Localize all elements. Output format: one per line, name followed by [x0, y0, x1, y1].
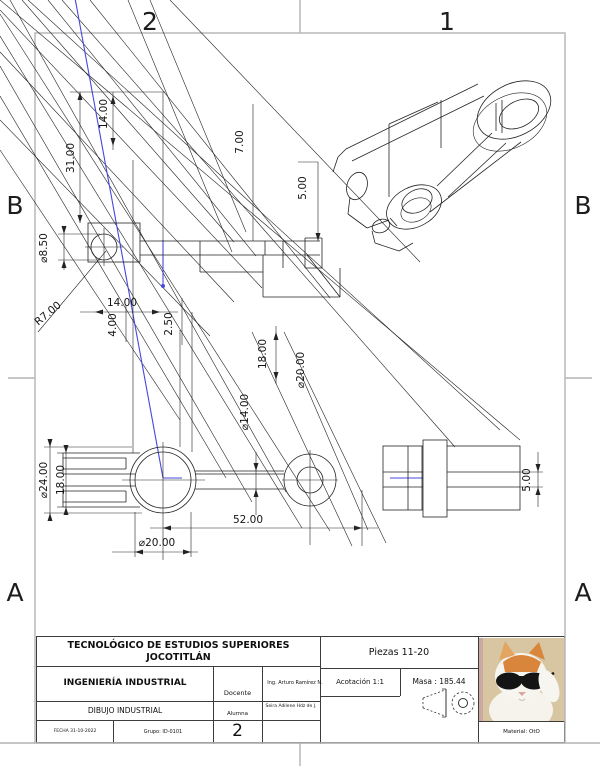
- dim-5-front: 5.00: [297, 176, 309, 199]
- top-view-dimensions: ⌀24.00 18.00 52.00 ⌀20.00: [38, 439, 378, 557]
- student-name: Seira Adilene Hdz de J.: [265, 704, 317, 709]
- scale-note: Acotación 1:1: [336, 677, 384, 686]
- dim-14-width: 14.00: [107, 297, 137, 309]
- dim-boss-20: ⌀20.00: [295, 352, 307, 388]
- isometric-view: [332, 80, 552, 252]
- material-note: Material: OtO: [503, 729, 540, 736]
- course-name: DIBUJO INDUSTRIAL: [87, 705, 163, 715]
- dim-fork-24: ⌀24.00: [38, 462, 50, 498]
- dim-52: 52.00: [233, 514, 263, 526]
- zone-label-1: 1: [439, 7, 455, 36]
- dim-4: 4.00: [107, 313, 119, 336]
- dim-31: 31.00: [65, 143, 77, 173]
- cat-photo: [479, 638, 565, 721]
- dim-hole-20: ⌀20.00: [139, 537, 175, 549]
- zone-label-b-right: B: [574, 191, 591, 220]
- piece-title: Piezas 11-20: [368, 646, 430, 658]
- sheet-number: 2: [232, 721, 243, 742]
- dim-5-side: 5.00: [521, 468, 533, 491]
- dim-2-5: 2.50: [163, 312, 175, 335]
- date-field: FECHA 31-10-2022: [53, 729, 97, 735]
- zone-label-b-left: B: [6, 191, 23, 220]
- dim-fork-18: 18.00: [55, 465, 67, 495]
- top-view: [62, 442, 338, 560]
- group-field: Grupo: ID-0101: [143, 728, 183, 735]
- dim-hole-8-5: ⌀8.50: [38, 233, 50, 263]
- front-view-dimensions: 31.00 14.00 7.00 5.00 ⌀8.50 R7.00 14.00 …: [32, 91, 321, 430]
- dim-14-top: 14.00: [98, 99, 110, 129]
- institution-name: TECNOLÓGICO DE ESTUDIOS SUPERIORES JOCOT…: [67, 639, 290, 663]
- tb-divider: [320, 696, 400, 697]
- third-angle-projection-symbol: [422, 688, 475, 718]
- dim-hole-14: ⌀14.00: [239, 394, 251, 430]
- zone-label-a-right: A: [574, 578, 591, 607]
- zone-label-2: 2: [142, 7, 158, 36]
- student-label: Alumna: [227, 711, 248, 718]
- title-block: TECNOLÓGICO DE ESTUDIOS SUPERIORES JOCOT…: [36, 636, 565, 744]
- dim-18-front: 18.00: [257, 339, 269, 369]
- zone-label-a-left: A: [6, 578, 23, 607]
- teacher-name: Ing. Arturo Ramírez N.: [267, 680, 323, 687]
- front-view: [85, 92, 341, 453]
- side-view: 5.00: [382, 439, 543, 518]
- zone-labels: 2 1 B B A A: [6, 7, 591, 607]
- teacher-label: Docente: [223, 688, 252, 697]
- dim-r7: R7.00: [32, 299, 63, 328]
- selection-highlight: [74, 0, 438, 481]
- career-name: INGENIERÍA INDUSTRIAL: [63, 677, 187, 688]
- stray-lines: [0, 0, 521, 547]
- dim-7: 7.00: [234, 130, 246, 153]
